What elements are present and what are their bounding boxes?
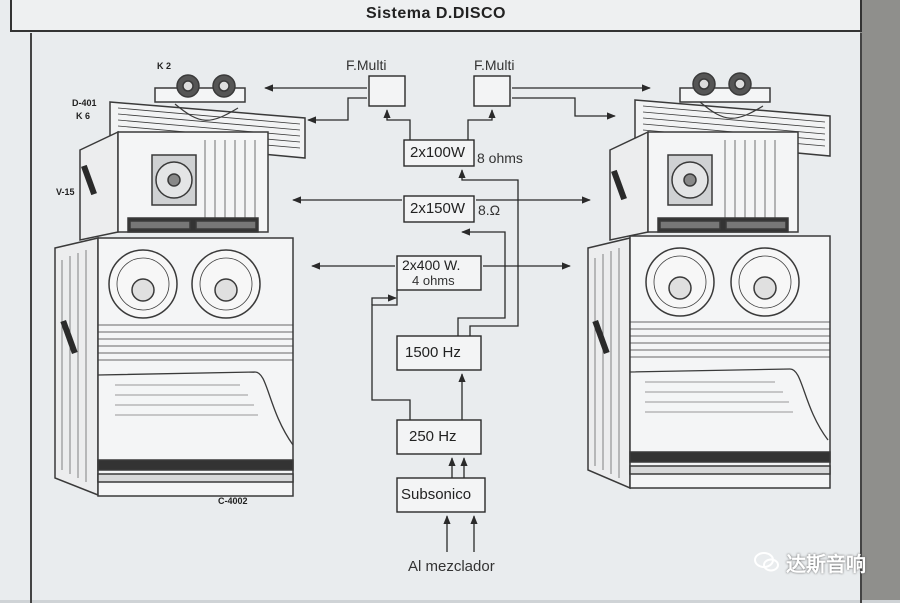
right-k2-tweeters	[679, 72, 771, 103]
label-v15: V-15	[56, 187, 75, 197]
fmulti-left-box	[368, 75, 406, 107]
xover-250-label: 250 Hz	[409, 428, 457, 445]
amp-100w-box	[403, 139, 475, 167]
amp-100w-label: 2x100W	[410, 144, 466, 161]
watermark-text: 达斯音响	[786, 553, 866, 576]
label-k6: K 6	[76, 111, 91, 121]
amp-150w-impedance: 8.Ω	[478, 202, 501, 218]
fmulti-right-label: F.Multi	[474, 57, 515, 73]
title-bar: Sistema D.DISCO	[10, 0, 862, 32]
input-label: Al mezclador	[408, 558, 495, 575]
right-v15-cabinet	[609, 130, 799, 241]
label-c4002: C-4002	[218, 496, 248, 506]
label-d401: D-401	[72, 98, 97, 108]
subsonico-label: Subsonico	[401, 486, 472, 503]
cabinet-brand-marks	[60, 164, 627, 355]
amp-150w-label: 2x150W	[410, 200, 466, 217]
right-c4002-cabinet	[587, 235, 831, 490]
subsonico-box	[396, 477, 486, 513]
xover-1500-label: 1500 Hz	[405, 344, 461, 361]
fmulti-left-label: F.Multi	[346, 57, 387, 73]
amp-400w-label: 2x400 W.	[402, 257, 461, 273]
page-edge	[860, 0, 900, 600]
xover-250-box	[396, 419, 482, 455]
right-speaker-stack	[587, 72, 831, 490]
watermark: 达斯音响	[754, 548, 874, 576]
amp-150w-box	[403, 195, 475, 223]
left-v15-cabinet	[79, 130, 269, 241]
amp-100w-impedance: 8 ohms	[477, 150, 523, 166]
label-k2: K 2	[157, 61, 172, 71]
amp-400w-box	[396, 255, 482, 291]
left-speaker-stack	[54, 74, 306, 497]
fmulti-right-box	[473, 75, 511, 107]
signal-lines	[264, 84, 651, 552]
drawing-frame	[30, 33, 862, 603]
left-c4002-cabinet	[54, 237, 294, 497]
wechat-icon	[754, 552, 779, 572]
amp-400w-impedance: 4 ohms	[412, 273, 455, 288]
diagram-title: Sistema D.DISCO	[366, 5, 506, 22]
left-k2-tweeters	[154, 74, 246, 103]
xover-1500-box	[396, 335, 482, 371]
signal-blocks	[368, 75, 511, 513]
